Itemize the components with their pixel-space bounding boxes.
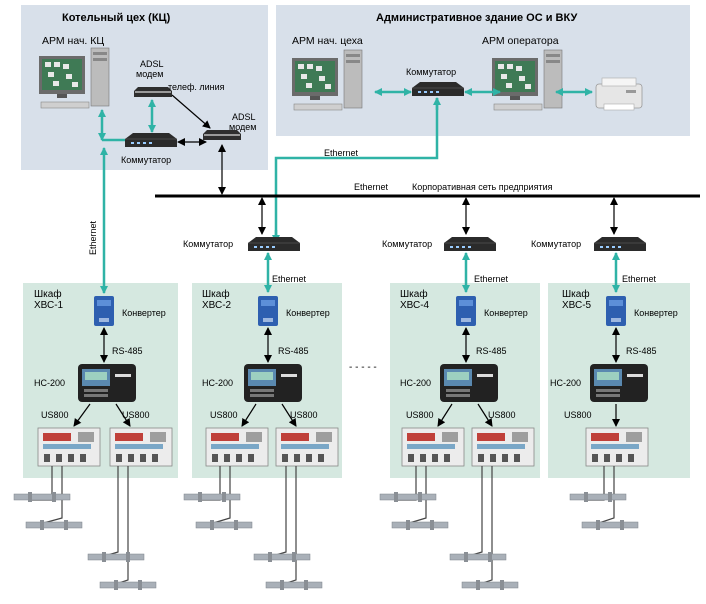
cab2-converter-label: Конвертер xyxy=(286,308,330,318)
switch-cab5-icon xyxy=(593,236,647,252)
pipe-icon xyxy=(25,519,83,531)
pipe-icon xyxy=(265,579,323,591)
cab4-hc200-label: НС-200 xyxy=(400,378,431,388)
boiler-shop-title: Котельный цех (КЦ) xyxy=(62,12,171,24)
workstation-head-label: АРМ нач. цеха xyxy=(292,35,363,47)
cab1-hc200-label: НС-200 xyxy=(34,378,65,388)
cab1-rs485-label: RS-485 xyxy=(112,346,143,356)
cab5-converter-icon xyxy=(606,296,626,326)
workstation-operator-label: АРМ оператора xyxy=(482,35,559,47)
cab1-meter-left-icon xyxy=(37,427,101,467)
pipe-icon xyxy=(87,551,145,563)
ethernet-cab5-label: Ethernet xyxy=(622,274,657,284)
switch-cab4-label: Коммутатор xyxy=(382,239,432,249)
adsl-modem-kc-icon xyxy=(134,87,172,97)
cab4-meter-right-icon xyxy=(471,427,535,467)
cab2-title-1: Шкаф xyxy=(202,288,230,300)
workstation-kc-label: АРМ нач. КЦ xyxy=(42,35,104,47)
cab2-hc200-label: НС-200 xyxy=(202,378,233,388)
ethernet-cab4-label: Ethernet xyxy=(474,274,509,284)
cab5-title-1: Шкаф xyxy=(562,288,590,300)
cab5-title-2: ХВС-5 xyxy=(562,300,592,311)
cab1-title-1: Шкаф xyxy=(34,288,62,300)
switch-cab2-icon xyxy=(247,236,301,252)
pipe-icon xyxy=(391,519,449,531)
cab2-meter-right-label: US800 xyxy=(290,410,318,420)
cab2-title-2: ХВС-2 xyxy=(202,300,232,311)
pipe-icon xyxy=(581,519,639,531)
cab2-rs485-label: RS-485 xyxy=(278,346,309,356)
cab4-rs485-label: RS-485 xyxy=(476,346,507,356)
cab4-hc200-icon xyxy=(440,364,498,402)
panel-admin-building xyxy=(276,5,690,136)
cab5-hc200-icon xyxy=(590,364,648,402)
cab1-title-2: ХВС-1 xyxy=(34,300,64,311)
cabinet-4: Шкаф ХВС-4 Конвертер RS-485 НС-200 US800… xyxy=(400,288,535,467)
phone-line-label: телеф. линия xyxy=(168,82,225,92)
ethernet-cab2-label: Ethernet xyxy=(272,274,307,284)
cab4-title-1: Шкаф xyxy=(400,288,428,300)
cab1-meter-right-label: US800 xyxy=(122,410,150,420)
pipe-icon xyxy=(195,519,253,531)
switch-cab5-label: Коммутатор xyxy=(531,239,581,249)
cab4-meter-left-label: US800 xyxy=(406,410,434,420)
corporate-network-label: Корпоративная сеть предприятия xyxy=(412,182,553,192)
cab4-title-2: ХВС-4 xyxy=(400,300,430,311)
cab4-meter-left-icon xyxy=(401,427,465,467)
cab4-converter-label: Конвертер xyxy=(484,308,528,318)
switch-admin-icon xyxy=(411,81,465,97)
cab2-meter-left-label: US800 xyxy=(210,410,238,420)
switch-cab4-icon xyxy=(443,236,497,252)
cab5-converter-label: Конвертер xyxy=(634,308,678,318)
adsl-modem-label-2: модем xyxy=(136,69,163,79)
adsl-modem-label-1: ADSL xyxy=(140,59,164,69)
cab5-hc200-label: НС-200 xyxy=(550,378,581,388)
continuation-dashes: - - - - - xyxy=(349,362,377,373)
cab5-meter-icon xyxy=(585,427,649,467)
switch-admin-label: Коммутатор xyxy=(406,67,456,77)
cab1-meter-right-icon xyxy=(109,427,173,467)
cabinet-1: Шкаф ХВС-1 Конвертер RS-485 НС-200 US800… xyxy=(34,288,173,467)
cab2-hc200-icon xyxy=(244,364,302,402)
cab1-converter-label: Конвертер xyxy=(122,308,166,318)
cab4-converter-icon xyxy=(456,296,476,326)
pipe-icon xyxy=(461,579,519,591)
cab2-meter-left-icon xyxy=(205,427,269,467)
cab5-meter-label: US800 xyxy=(564,410,592,420)
switch-kc-label: Коммутатор xyxy=(121,155,171,165)
ethernet-upper-label: Ethernet xyxy=(324,148,359,158)
cab1-meter-left-label: US800 xyxy=(41,410,69,420)
cabinet-5: Шкаф ХВС-5 Конвертер RS-485 НС-200 US800 xyxy=(550,288,678,467)
printer-icon xyxy=(595,77,643,111)
switch-kc-icon xyxy=(124,132,178,148)
cab1-converter-icon xyxy=(94,296,114,326)
pipe-icon xyxy=(99,579,157,591)
cab1-hc200-icon xyxy=(78,364,136,402)
cab2-converter-icon xyxy=(258,296,278,326)
cab2-meter-right-icon xyxy=(275,427,339,467)
cabinet-2: Шкаф ХВС-2 Конвертер RS-485 НС-200 US800… xyxy=(202,288,339,467)
admin-building-title: Административное здание ОС и ВКУ xyxy=(376,12,577,24)
cab5-rs485-label: RS-485 xyxy=(626,346,657,356)
ethernet-bus-label: Ethernet xyxy=(354,182,389,192)
switch-cab2-label: Коммутатор xyxy=(183,239,233,249)
remote-adsl-label-1: ADSL xyxy=(232,112,256,122)
remote-adsl-modem-icon xyxy=(203,130,241,140)
cab4-meter-right-label: US800 xyxy=(488,410,516,420)
remote-adsl-label-2: модем xyxy=(229,122,256,132)
ethernet-vertical-label: Ethernet xyxy=(88,220,98,255)
